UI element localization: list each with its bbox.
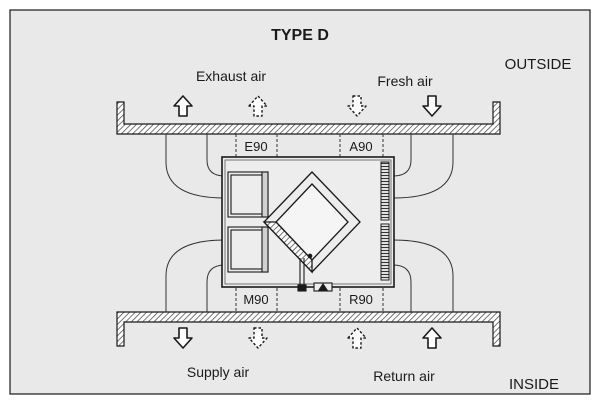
arrow-return-solid: [422, 327, 442, 349]
port-guide-lines: [235, 134, 384, 312]
condensate-drain: [297, 253, 333, 292]
filter-lower: [380, 223, 390, 281]
arrow-up-dashed-icon: [248, 95, 268, 117]
bottom-wall: [116, 311, 501, 347]
arrow-up-icon: [173, 95, 193, 117]
port-label-m90: M90: [243, 292, 268, 307]
label-supply-air: Supply air: [187, 364, 250, 380]
arrow-down-icon: [173, 327, 193, 349]
arrow-down-icon: [422, 95, 442, 117]
arrow-supply-dashed: [248, 327, 268, 349]
label-return-air: Return air: [373, 368, 435, 384]
diagram-title: TYPE D: [271, 27, 329, 44]
arrow-return-dashed: [347, 327, 367, 349]
heat-exchanger: [262, 171, 361, 274]
port-label-a90: A90: [349, 139, 372, 154]
arrow-down-dashed-icon: [248, 327, 268, 349]
zone-label-outside: OUTSIDE: [505, 56, 572, 73]
label-fresh-air: Fresh air: [377, 73, 433, 89]
ventilation-unit: [221, 156, 395, 292]
arrow-up-icon: [422, 327, 442, 349]
port-label-r90: R90: [349, 292, 373, 307]
label-exhaust-air: Exhaust air: [196, 68, 266, 84]
top-wall: [116, 101, 501, 135]
filter-upper: [380, 161, 390, 221]
arrow-exhaust-solid: [173, 95, 193, 117]
arrow-down-dashed-icon: [347, 95, 367, 117]
arrow-fresh-solid: [422, 95, 442, 117]
arrow-fresh-dashed: [347, 95, 367, 117]
arrow-supply-solid: [173, 327, 193, 349]
arrow-up-dashed-icon: [347, 327, 367, 349]
supply-fan: [227, 226, 269, 273]
arrow-exhaust-dashed: [248, 95, 268, 117]
port-label-e90: E90: [244, 139, 267, 154]
zone-label-inside: INSIDE: [509, 376, 559, 393]
exhaust-fan: [227, 171, 269, 218]
